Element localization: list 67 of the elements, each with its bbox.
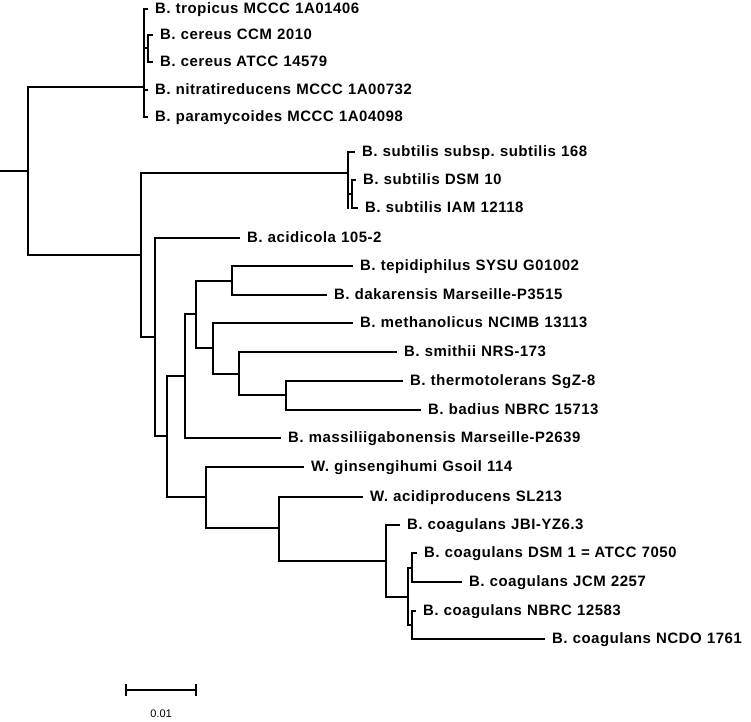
branch-line <box>287 409 421 411</box>
branch-line <box>142 172 347 174</box>
branch-line <box>233 294 327 296</box>
branch-line <box>413 581 462 583</box>
taxon-label: B. tropicus MCCC 1A01406 <box>148 0 360 18</box>
taxon-label: B. coagulans JCM 2257 <box>462 573 646 591</box>
taxon-label: B. subtilis IAM 12118 <box>358 199 524 217</box>
taxon-label: B. methanolicus NCIMB 13113 <box>353 314 588 332</box>
branch-line <box>149 34 153 36</box>
taxon-label: B. coagulans JBI-YZ6.3 <box>400 516 584 534</box>
branch-line <box>349 151 355 153</box>
taxon-label: B. cereus CCM 2010 <box>153 26 312 44</box>
branch-line <box>349 193 351 195</box>
branch-line <box>168 496 205 498</box>
branch-line <box>409 624 411 626</box>
branch-line <box>29 254 140 256</box>
branch-line <box>240 394 285 396</box>
branch-line <box>233 265 353 267</box>
taxon-label: W. acidiproducens SL213 <box>363 488 562 506</box>
branch-line <box>145 116 148 118</box>
branch-line <box>280 496 363 498</box>
branch-line <box>207 527 278 529</box>
taxon-label: B. badius NBRC 15713 <box>421 401 599 419</box>
branch-line <box>287 380 403 382</box>
branch-line <box>142 336 154 338</box>
taxon-label: B. subtilis subsp. subtilis 168 <box>355 143 588 161</box>
taxon-label: B. massiliigabonensis Marseille-P2639 <box>281 429 581 447</box>
branch-line <box>387 524 400 526</box>
taxon-label: B. dakarensis Marseille-P3515 <box>327 286 563 304</box>
branch-line <box>214 373 238 375</box>
taxon-label: B. tepidiphilus SYSU G01002 <box>353 257 580 275</box>
branch-line <box>214 322 353 324</box>
taxon-label: W. ginsengihumi Gsoil 114 <box>304 458 513 476</box>
taxon-label: B. subtilis DSM 10 <box>356 171 502 189</box>
scale-label: 0.01 <box>150 708 172 721</box>
branch-line <box>145 89 148 91</box>
branch-line <box>413 638 545 640</box>
taxon-label: B. acidicola 105-2 <box>240 229 382 247</box>
branch-line <box>353 207 358 209</box>
branch-line <box>280 560 385 562</box>
taxon-label: B. cereus ATCC 14579 <box>153 53 328 71</box>
branch-line <box>240 351 397 353</box>
taxon-label: B. coagulans NCDO 1761 <box>545 630 742 648</box>
branch-line <box>29 86 143 88</box>
branch-line <box>353 179 356 181</box>
branch-line <box>197 347 212 349</box>
branch-line <box>409 567 411 569</box>
branch-line <box>186 437 281 439</box>
taxon-label: B. coagulans NBRC 12583 <box>416 602 622 620</box>
taxon-label: B. paramycoides MCCC 1A04098 <box>148 108 404 126</box>
root-branch <box>0 170 27 172</box>
branch-line <box>197 280 231 282</box>
taxon-label: B. nitratireducens MCCC 1A00732 <box>148 81 412 99</box>
branch-line <box>387 596 407 598</box>
branch-line <box>156 237 240 239</box>
taxon-label: B. coagulans DSM 1 = ATCC 7050 <box>417 544 677 562</box>
branch-line <box>168 375 184 377</box>
taxon-label: B. thermotolerans SgZ-8 <box>403 372 596 390</box>
branch-line <box>145 47 147 49</box>
branch-line <box>413 552 417 554</box>
branch-line <box>186 313 195 315</box>
taxon-label: B. smithii NRS-173 <box>397 343 546 361</box>
branch-line <box>413 610 416 612</box>
branch-line <box>145 8 148 10</box>
branch-line <box>207 466 304 468</box>
branch-line <box>156 435 166 437</box>
branch-line <box>149 61 153 63</box>
